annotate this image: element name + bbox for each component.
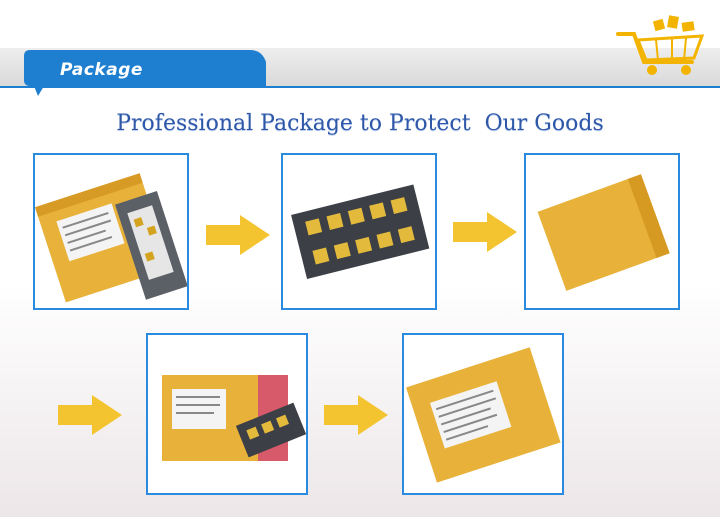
section-label: Package <box>60 60 143 80</box>
shopping-cart-icon <box>616 15 705 75</box>
page-title: Professional Package to Protect Our Good… <box>116 111 604 136</box>
photo-labeled-envelope <box>402 333 564 495</box>
right-arrow-icon <box>58 395 122 435</box>
photo-bag-into-envelope <box>146 333 308 495</box>
photo-sealed-envelope <box>524 153 680 310</box>
photo-led-chips-bag <box>281 153 437 310</box>
photo-envelope-with-bag <box>33 153 189 310</box>
right-arrow-icon <box>324 395 388 435</box>
header-divider <box>0 86 720 88</box>
section-tab <box>24 50 266 96</box>
right-arrow-icon <box>453 212 517 252</box>
right-arrow-icon <box>206 215 270 255</box>
